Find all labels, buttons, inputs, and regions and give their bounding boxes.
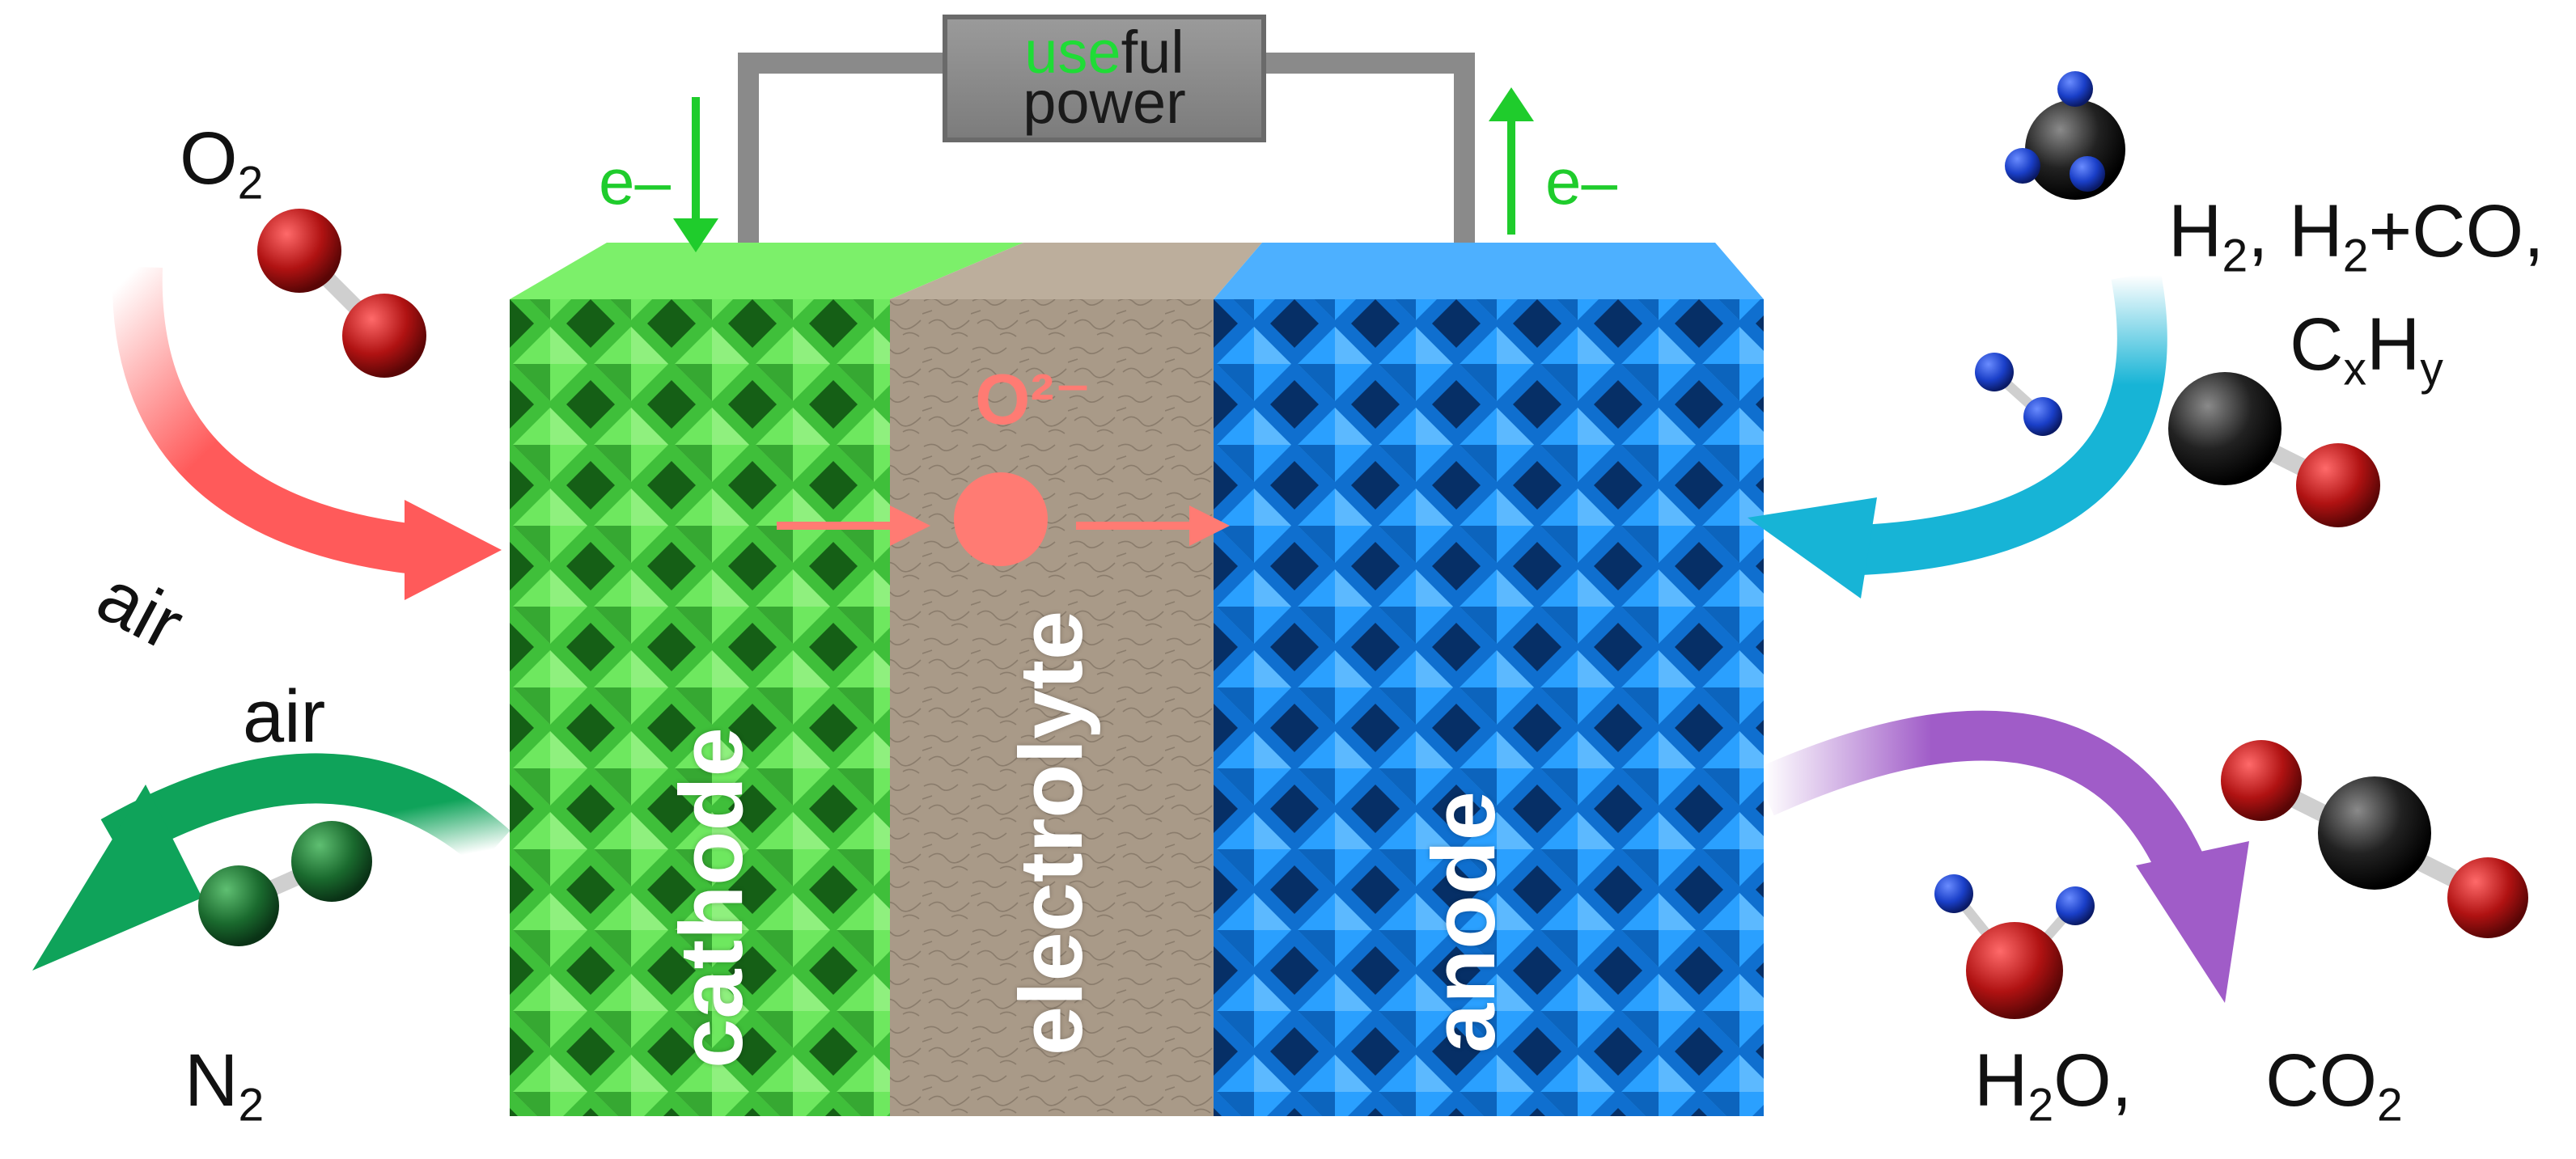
fuel-label-line1: H2, H2+CO, xyxy=(2168,190,2544,282)
o2-molecule xyxy=(257,209,426,378)
electron-label-right: e– xyxy=(1545,146,1617,218)
electron-arrow-up xyxy=(1489,87,1534,235)
fuel-label-line2: CxHy xyxy=(2290,303,2443,395)
fuel-in-arrow xyxy=(1748,270,2167,599)
h2o-molecule xyxy=(1934,874,2095,1019)
h2-molecule xyxy=(1975,353,2062,436)
useful-rest: ful xyxy=(1121,19,1184,86)
cathode-label: cathode xyxy=(662,727,761,1068)
air-out-label: air xyxy=(243,675,326,758)
electron-label-left: e– xyxy=(599,146,671,218)
cathode-block xyxy=(510,243,1023,1116)
useful-highlight: use xyxy=(1024,19,1121,86)
co-molecule xyxy=(2168,372,2380,527)
n2-molecule xyxy=(198,821,372,946)
h2o-label: H2O, xyxy=(1974,1039,2133,1132)
oxygen-ion-label: O²⁻ xyxy=(975,359,1092,439)
n2-label: N2 xyxy=(184,1039,265,1132)
useful-power-line2: power xyxy=(1023,69,1186,136)
exhaust-arrow xyxy=(1753,710,2249,1003)
electron-arrow-down xyxy=(673,97,718,252)
useful-power-line1: useful xyxy=(947,23,1261,82)
anode-label: anode xyxy=(1414,791,1514,1053)
ch4-molecule xyxy=(2005,71,2125,200)
useful-power-load: useful power xyxy=(943,15,1266,142)
co2-molecule xyxy=(2221,740,2528,938)
o2-label: O2 xyxy=(180,117,264,209)
electrolyte-label: electrolyte xyxy=(1002,610,1101,1056)
air-in-arrow xyxy=(112,266,502,600)
air-out-arrow xyxy=(32,753,511,971)
external-circuit xyxy=(738,53,1475,259)
anode-block xyxy=(1214,243,1764,1116)
oxygen-ion xyxy=(954,472,1048,566)
electrolyte-block xyxy=(890,243,1262,1116)
co2-label: CO2 xyxy=(2265,1039,2403,1132)
ion-transport xyxy=(777,472,1230,566)
